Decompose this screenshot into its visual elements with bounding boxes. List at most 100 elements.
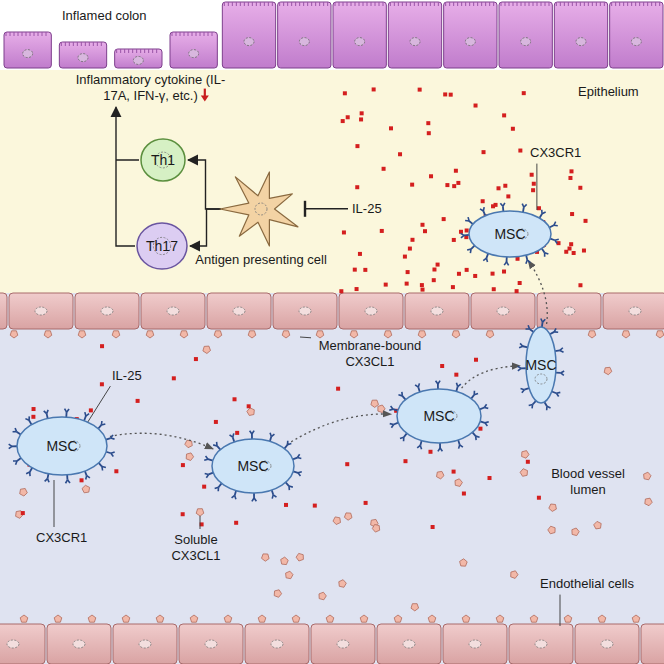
microvillus xyxy=(73,42,74,46)
receptor-arm xyxy=(500,203,503,206)
membrane-bound-cx3cl1 xyxy=(384,331,392,338)
soluble-cx3cl1 xyxy=(82,485,90,493)
cx3cr1-receptor xyxy=(480,421,489,426)
microvillus xyxy=(291,2,292,6)
cx3cr1-receptor xyxy=(526,255,530,264)
membrane-bound-cx3cl1 xyxy=(54,615,62,622)
il-25-dot xyxy=(358,252,362,256)
cell-nucleus xyxy=(535,374,547,384)
cell-nucleus xyxy=(521,38,531,46)
il-25-dot xyxy=(21,511,25,515)
receptor-arm xyxy=(398,395,402,396)
il-25-dot xyxy=(578,186,582,190)
receptor-arm xyxy=(470,249,472,253)
microvillus xyxy=(367,2,368,6)
text-label: Blood vessel lumen xyxy=(548,466,628,497)
leader-line xyxy=(536,164,537,210)
leader-line xyxy=(54,480,55,527)
membrane-bound-cx3cl1 xyxy=(146,331,154,338)
microvillus xyxy=(513,2,514,6)
cell-nucleus xyxy=(535,640,547,648)
microvillus xyxy=(509,2,510,6)
soluble-cx3cl1 xyxy=(455,479,462,487)
leader-line xyxy=(200,516,201,529)
il-25-dot xyxy=(423,229,427,233)
il-25-dot xyxy=(339,289,343,293)
cx3cr1-receptor xyxy=(483,253,488,262)
il-25-dot xyxy=(474,358,478,362)
microvillus xyxy=(537,2,538,6)
microvillus xyxy=(445,2,446,6)
il-25-dot xyxy=(522,91,526,95)
microvillus xyxy=(93,42,94,46)
il-25-dot xyxy=(100,344,104,348)
receptor-arm xyxy=(101,421,103,425)
il-25-dot xyxy=(247,404,251,408)
receptor-arm xyxy=(9,446,12,448)
cell-nucleus xyxy=(631,38,641,46)
membrane-bound-cx3cl1 xyxy=(180,331,188,338)
receptor-arm xyxy=(507,262,509,265)
cell-nucleus xyxy=(205,640,217,648)
cx3cr1-receptor xyxy=(519,343,528,347)
receptor-arm xyxy=(44,411,47,414)
microvillus xyxy=(359,2,360,6)
cx3cr1-receptor xyxy=(400,433,407,441)
cell-nucleus xyxy=(7,640,19,648)
endothelial-cell xyxy=(641,624,664,664)
receptor-arm xyxy=(111,452,115,453)
cell-nucleus xyxy=(233,307,245,315)
activation-arrow xyxy=(190,209,221,246)
receptor-arm xyxy=(298,472,302,473)
cx3cr1-receptor xyxy=(522,204,526,213)
endothelial-cell xyxy=(273,293,337,329)
microvillus xyxy=(529,2,530,6)
membrane-bound-cx3cl1 xyxy=(496,615,504,622)
soluble-cx3cl1 xyxy=(247,408,254,416)
cell-nucleus xyxy=(101,307,113,315)
receptor-arm xyxy=(522,390,525,393)
cx3cr1-receptor xyxy=(526,325,534,332)
microvillus xyxy=(61,42,62,46)
membrane-bound-cx3cl1 xyxy=(316,331,324,338)
cx3cr1-receptor xyxy=(552,391,561,396)
il-25-dot xyxy=(372,87,376,91)
microvillus xyxy=(22,32,23,36)
receptor-arm xyxy=(436,381,438,384)
cell-nucleus xyxy=(576,38,586,46)
microvillus xyxy=(120,49,121,53)
il-25-dot xyxy=(100,382,104,386)
cx3cr1-receptor xyxy=(205,473,214,478)
microvillus xyxy=(541,2,542,6)
cx3cr1-receptor xyxy=(550,239,559,244)
microvillus xyxy=(279,2,280,6)
il-25-dot xyxy=(403,459,407,463)
il-25-dot xyxy=(405,282,409,286)
text-label: Epithelium xyxy=(578,84,639,100)
microvillus xyxy=(473,2,474,6)
cell-nucleus xyxy=(355,38,365,46)
cx3cr1-receptor xyxy=(472,432,479,440)
epithelial-cell xyxy=(610,2,663,68)
microvillus xyxy=(631,2,632,6)
il-25-dot xyxy=(568,176,572,180)
membrane-bound-cx3cl1 xyxy=(530,615,538,622)
membrane-bound-cx3cl1 xyxy=(486,331,494,338)
cell-body xyxy=(469,211,551,257)
receptor-arm xyxy=(297,454,299,457)
microvillus xyxy=(228,2,229,6)
microvillus xyxy=(627,2,628,6)
il-25-dot xyxy=(406,270,410,274)
il-25-dot xyxy=(492,287,496,291)
microvillus xyxy=(327,2,328,6)
microvillus xyxy=(124,49,125,53)
il-25-dot xyxy=(428,450,432,454)
bracket-line xyxy=(116,160,139,246)
il-25-dot xyxy=(410,238,414,242)
il-25-dot xyxy=(578,283,582,287)
microvillus xyxy=(449,2,450,6)
microvillus xyxy=(383,2,384,6)
receptor-arm xyxy=(547,406,551,408)
microvillus xyxy=(611,2,612,6)
